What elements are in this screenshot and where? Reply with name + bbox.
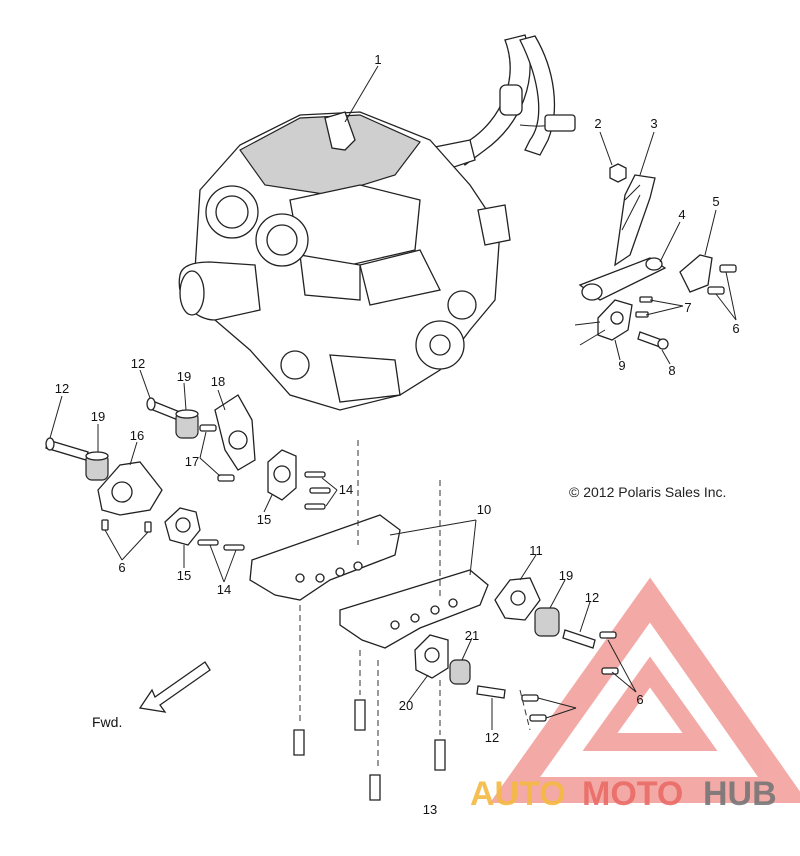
callout-labels: 1 2 3 4 5 6 7 8 9 12 19 18 12 19 16 17 1… bbox=[55, 52, 740, 817]
callout-18: 18 bbox=[211, 374, 225, 389]
callout-12-left: 12 bbox=[55, 381, 69, 396]
callout-6-right-upper: 6 bbox=[636, 692, 643, 707]
callout-2: 2 bbox=[594, 116, 601, 131]
callout-5: 5 bbox=[712, 194, 719, 209]
callout-15-left: 15 bbox=[177, 568, 191, 583]
callout-12-upper: 12 bbox=[131, 356, 145, 371]
callout-9: 9 bbox=[618, 358, 625, 373]
callout-10: 10 bbox=[477, 502, 491, 517]
callout-13: 13 bbox=[423, 802, 437, 817]
callout-17: 17 bbox=[185, 454, 199, 469]
callout-4: 4 bbox=[678, 207, 685, 222]
callout-19-left: 19 bbox=[91, 409, 105, 424]
callout-8: 8 bbox=[668, 363, 675, 378]
callout-21: 21 bbox=[465, 628, 479, 643]
forward-label: Fwd. bbox=[92, 714, 122, 730]
watermark-logo bbox=[489, 577, 800, 803]
callout-11: 11 bbox=[529, 543, 543, 558]
watermark-moto: MOTO bbox=[582, 775, 683, 813]
callout-19-upper: 19 bbox=[177, 369, 191, 384]
callout-15-right: 15 bbox=[257, 512, 271, 527]
callout-7: 7 bbox=[684, 300, 691, 315]
callout-12-lower: 12 bbox=[485, 730, 499, 745]
watermark-auto: AUTO bbox=[470, 775, 566, 813]
mounting-rails bbox=[249, 440, 619, 801]
watermark-wordmark: AUTO MOTO HUB bbox=[470, 775, 777, 813]
callout-12-right: 12 bbox=[585, 590, 599, 605]
callout-14-right: 14 bbox=[339, 482, 353, 497]
callout-6: 6 bbox=[732, 321, 739, 336]
engine-assembly bbox=[178, 34, 576, 411]
upper-bracket-assembly bbox=[574, 163, 737, 350]
callout-16: 16 bbox=[130, 428, 144, 443]
watermark-hub: HUB bbox=[703, 775, 777, 813]
callout-3: 3 bbox=[650, 116, 657, 131]
copyright-text: © 2012 Polaris Sales Inc. bbox=[569, 484, 726, 500]
callout-1: 1 bbox=[374, 52, 381, 67]
callout-14-left: 14 bbox=[217, 582, 231, 597]
leader-lines bbox=[49, 65, 737, 730]
callout-6-left: 6 bbox=[118, 560, 125, 575]
callout-19-right: 19 bbox=[559, 568, 573, 583]
left-mount-assembly bbox=[45, 394, 331, 551]
forward-arrow-icon bbox=[138, 661, 211, 713]
callout-20: 20 bbox=[399, 698, 413, 713]
